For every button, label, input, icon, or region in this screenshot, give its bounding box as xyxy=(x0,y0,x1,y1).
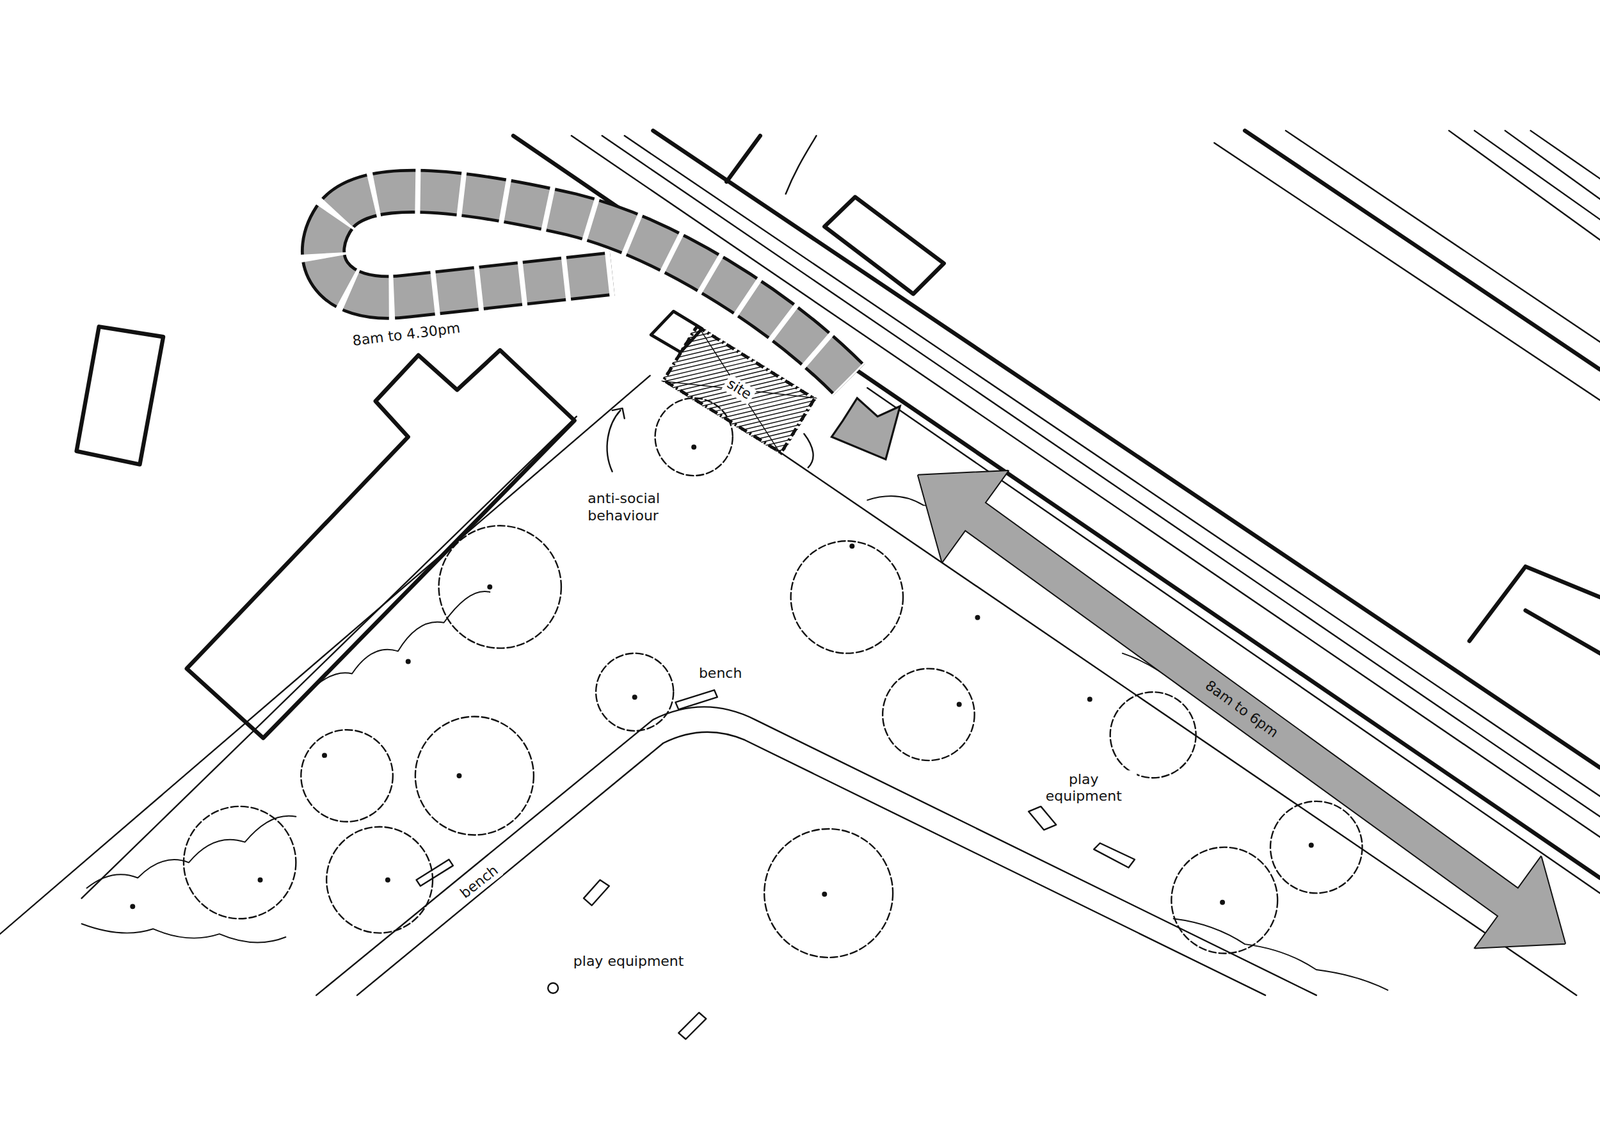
hatch-line xyxy=(765,388,818,456)
hatch-line xyxy=(716,358,809,452)
hatch-line xyxy=(660,323,696,382)
hatch-line xyxy=(666,327,760,421)
map-note: bench xyxy=(696,664,744,683)
boundary xyxy=(663,326,815,454)
hatch-line xyxy=(701,348,795,442)
hatch-line xyxy=(696,346,790,440)
map-note: play equipment xyxy=(570,952,687,971)
hatch-line xyxy=(662,325,756,418)
diagonal xyxy=(660,323,817,456)
movement-arrow: 8am to 6pm xyxy=(884,428,1600,991)
hatch-line xyxy=(691,343,785,436)
hatch-line xyxy=(711,355,804,448)
map-note: bench xyxy=(455,860,504,904)
hatch-line xyxy=(681,336,775,430)
map-note: 8am to 4.30pm xyxy=(349,318,464,351)
map-note: play equipment xyxy=(1031,769,1137,806)
hatch-line xyxy=(706,352,800,445)
hatch-line xyxy=(725,364,817,456)
site-boundary: site xyxy=(660,323,817,456)
diagonal xyxy=(660,323,817,456)
hatching xyxy=(660,323,817,456)
hatch-line xyxy=(677,334,770,427)
hatch-line xyxy=(769,391,817,456)
arrow-body xyxy=(884,428,1600,991)
hatch-line xyxy=(721,360,815,454)
hatch-line xyxy=(686,339,780,433)
map-note: anti-social behaviour xyxy=(585,489,684,525)
hatch-line xyxy=(750,379,818,456)
